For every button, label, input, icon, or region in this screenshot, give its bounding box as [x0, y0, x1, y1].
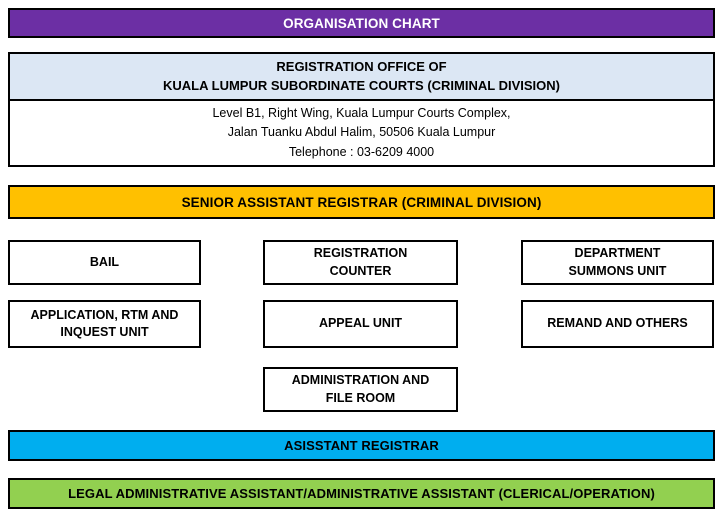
unit-label-line-2: INQUEST UNIT — [60, 325, 149, 339]
senior-assistant-registrar-label: SENIOR ASSISTANT REGISTRAR (CRIMINAL DIV… — [181, 194, 542, 210]
office-title-line-2: KUALA LUMPUR SUBORDINATE COURTS (CRIMINA… — [163, 77, 560, 93]
unit-box-appeal-unit: APPEAL UNIT — [263, 300, 458, 348]
unit-label-line-1: REMAND AND OTHERS — [547, 316, 688, 331]
unit-box-administration-file-room: ADMINISTRATION AND FILE ROOM — [263, 367, 458, 412]
unit-label-line-2: SUMMONS UNIT — [568, 263, 667, 278]
unit-box-bail: BAIL — [8, 240, 201, 285]
office-title-line-1: REGISTRATION OFFICE OF — [276, 58, 447, 74]
chart-title-banner: ORGANISATION CHART — [8, 8, 715, 38]
unit-label-line-2: FILE ROOM — [325, 390, 396, 405]
assistant-registrar-label: ASISSTANT REGISTRAR — [284, 438, 439, 453]
office-header-block: REGISTRATION OFFICE OF KUALA LUMPUR SUBO… — [8, 52, 715, 167]
unit-label-line-2: COUNTER — [329, 263, 392, 278]
assistant-registrar-banner: ASISSTANT REGISTRAR — [8, 430, 715, 461]
unit-label-line-1: BAIL — [89, 254, 120, 269]
unit-label-line-1: APPLICATION, RTM AND — [30, 307, 179, 322]
office-title: REGISTRATION OFFICE OF KUALA LUMPUR SUBO… — [10, 54, 713, 101]
unit-box-registration-counter: REGISTRATION COUNTER — [263, 240, 458, 285]
unit-label-line-1: REGISTRATION — [313, 246, 408, 260]
chart-title-label: ORGANISATION CHART — [283, 15, 440, 31]
office-address-line-2: Jalan Tuanku Abdul Halim, 50506 Kuala Lu… — [227, 125, 496, 140]
office-address-line-3: Telephone : 03-6209 4000 — [288, 144, 435, 159]
office-address-line-1: Level B1, Right Wing, Kuala Lumpur Court… — [212, 105, 511, 120]
unit-box-remand-and-others: REMAND AND OTHERS — [521, 300, 714, 348]
unit-label-line-1: DEPARTMENT — [574, 246, 661, 260]
office-address: Level B1, Right Wing, Kuala Lumpur Court… — [10, 101, 713, 165]
senior-assistant-registrar-banner: SENIOR ASSISTANT REGISTRAR (CRIMINAL DIV… — [8, 185, 715, 219]
legal-administrative-assistant-banner: LEGAL ADMINISTRATIVE ASSISTANT/ADMINISTR… — [8, 478, 715, 509]
unit-box-department-summons: DEPARTMENT SUMMONS UNIT — [521, 240, 714, 285]
unit-box-application-rtm-inquest: APPLICATION, RTM AND INQUEST UNIT — [8, 300, 201, 348]
unit-label-line-1: ADMINISTRATION AND — [291, 373, 430, 387]
legal-administrative-assistant-label: LEGAL ADMINISTRATIVE ASSISTANT/ADMINISTR… — [68, 486, 655, 501]
unit-label-line-1: APPEAL UNIT — [318, 316, 403, 331]
